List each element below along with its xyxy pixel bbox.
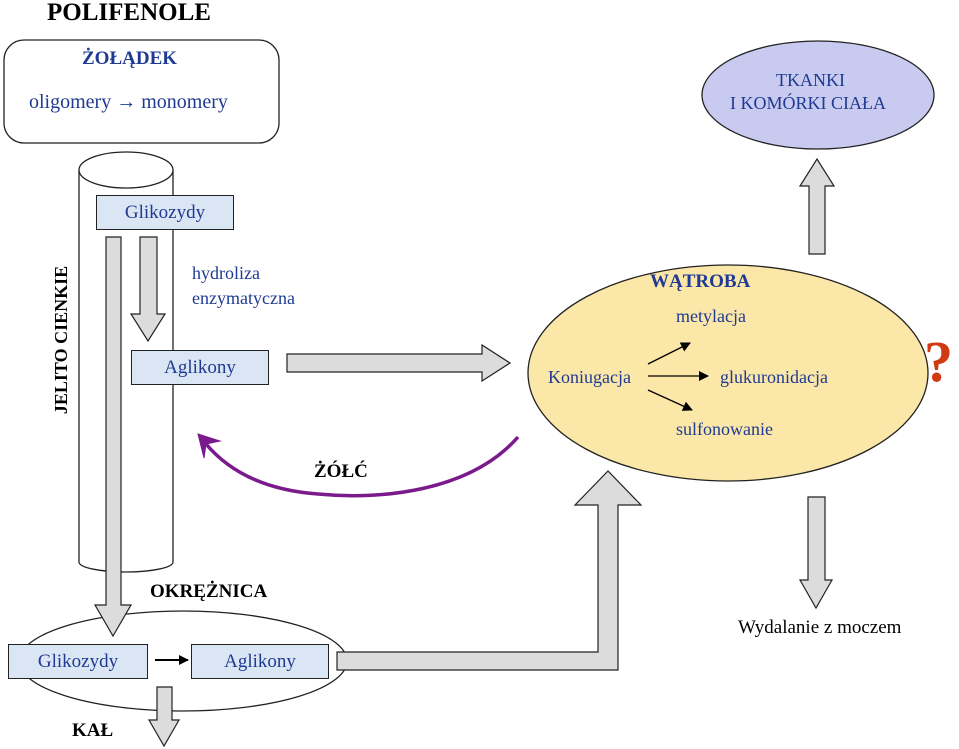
bile-curve-arrow [204, 435, 520, 498]
aglycones-to-liver-arrow [286, 343, 512, 383]
conjugation-to-methylation-arrow [647, 342, 691, 365]
small-intestine-aglycones-box: Aglikony [131, 350, 269, 385]
sulfonation-label: sulfonowanie [676, 419, 773, 439]
small-intestine-aglycones-label: Aglikony [164, 356, 236, 378]
colon-aglycones-box: Aglikony [191, 644, 329, 679]
hydrolysis-label-line1: hydroliza [192, 263, 260, 283]
colon-aglycones-label: Aglikony [224, 650, 296, 672]
colon-to-feces-arrow [147, 686, 181, 748]
conjugation-to-sulfonation-arrow [647, 389, 693, 411]
small-intestine-glycosides-box: Glikozydy [96, 195, 234, 230]
bile-label: ŻÓŁĆ [314, 461, 368, 482]
colon-glycosides-label: Glikozydy [37, 650, 119, 672]
intestine-to-colon-arrow [93, 236, 133, 638]
liver-heading: WĄTROBA [650, 271, 751, 292]
liver-to-urine-arrow [798, 496, 834, 610]
colon-to-liver-arrow [336, 470, 643, 671]
hydrolysis-label-line2: enzymatyczna [192, 288, 295, 308]
liver-ellipse [527, 264, 929, 482]
liver-to-tissues-arrow [798, 157, 836, 255]
colon-glycosides-box: Glikozydy [8, 644, 148, 679]
conjugation-label: Koniugacja [548, 367, 631, 387]
hydrolysis-arrow [129, 236, 167, 343]
urine-label: Wydalanie z moczem [738, 617, 902, 638]
tissues-ellipse [701, 40, 935, 150]
stomach-process: oligomery → monomery [29, 91, 228, 113]
methylation-label: metylacja [676, 306, 746, 326]
tissues-label-line2: I KOMÓRKI CIAŁA [730, 93, 886, 113]
stomach-box [3, 39, 280, 144]
bile-arrowhead [197, 433, 222, 459]
stomach-heading: ŻOŁĄDEK [82, 48, 178, 69]
glucuronidation-label: glukuronidacja [720, 367, 828, 387]
small-intestine-glycosides-label: Glikozydy [124, 201, 206, 223]
small-intestine-label: JELITO CIENKIE [51, 265, 71, 415]
feces-label: KAŁ [72, 720, 114, 741]
colon-heading: OKRĘŻNICA [150, 581, 268, 602]
tissues-label-line1: TKANKI [776, 70, 845, 90]
unknown-fate-mark: ? [924, 329, 953, 394]
page-title: POLIFENOLE [47, 0, 211, 26]
